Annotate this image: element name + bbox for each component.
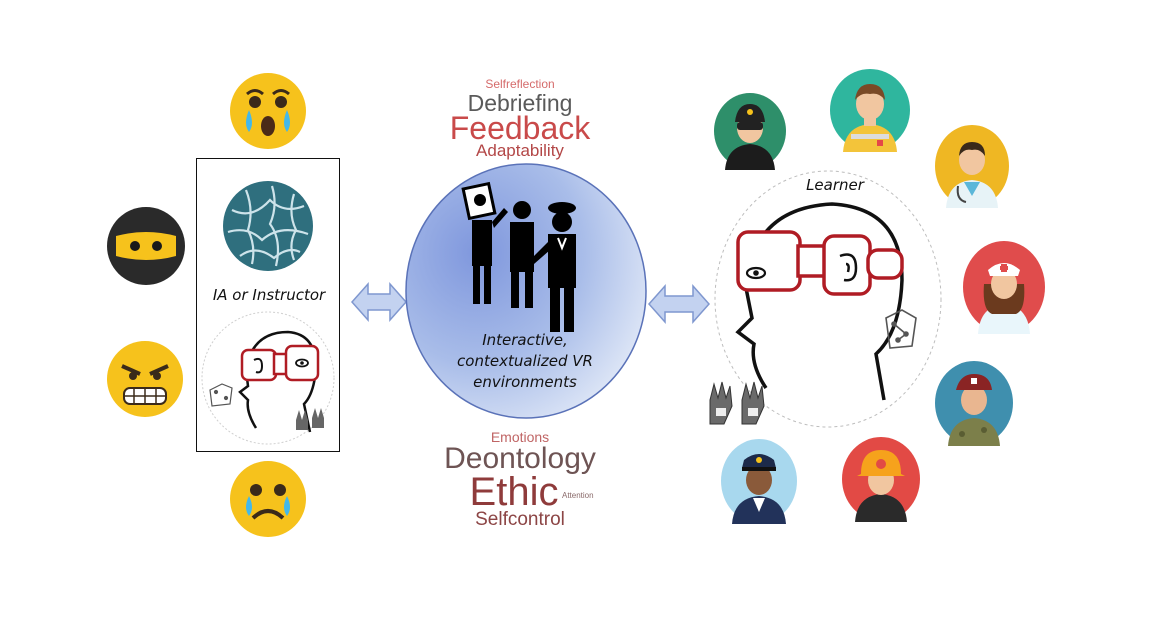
firefighter-avatar [842,437,920,522]
word-selfreflection: Selfreflection [485,77,555,91]
center-line-2: contextualized VR [457,352,593,370]
word-selfcontrol: Selfcontrol [475,509,565,530]
word-deontology: Deontology [444,442,596,475]
angry-emoji-icon [107,341,183,417]
word-attention: Attention [562,491,594,500]
instructor-panel [196,158,340,452]
soldier-avatar [935,361,1013,446]
right-double-arrow-icon [647,284,711,324]
word-cloud-bottom: Emotions Deontology Ethic Attention Self… [420,428,620,534]
word-debriefing: Debriefing [467,90,573,116]
police-officer-avatar [721,439,797,524]
security-guard-avatar [714,93,786,170]
sad-emoji-icon [230,461,306,537]
haptic-gloves-icon [709,381,765,425]
word-adaptability: Adaptability [476,141,564,160]
crying-emoji-icon [230,73,306,149]
people-scene-icon [461,181,576,332]
doctor-avatar [935,125,1009,208]
center-caption: Interactive, contextualized VR environme… [418,330,632,393]
nurse-avatar [963,241,1045,334]
instructor-label: IA or Instructor [212,286,326,304]
word-ethic: Ethic [469,470,559,514]
paramedic-avatar [830,69,910,152]
learner-label: Learner [806,176,864,194]
center-line-3: environments [473,373,577,391]
word-emotions: Emotions [490,429,550,445]
ninja-emoji-icon [107,207,185,285]
center-line-1: Interactive, [482,331,568,349]
instructor-vr-head-icon [201,311,335,445]
globe-network-icon [223,181,313,271]
learner-vr-head-icon [714,170,942,428]
left-double-arrow-icon [350,282,408,322]
word-feedback: Feedback [449,110,591,146]
word-cloud-top: Selfreflection Debriefing Feedback Adapt… [420,78,620,162]
